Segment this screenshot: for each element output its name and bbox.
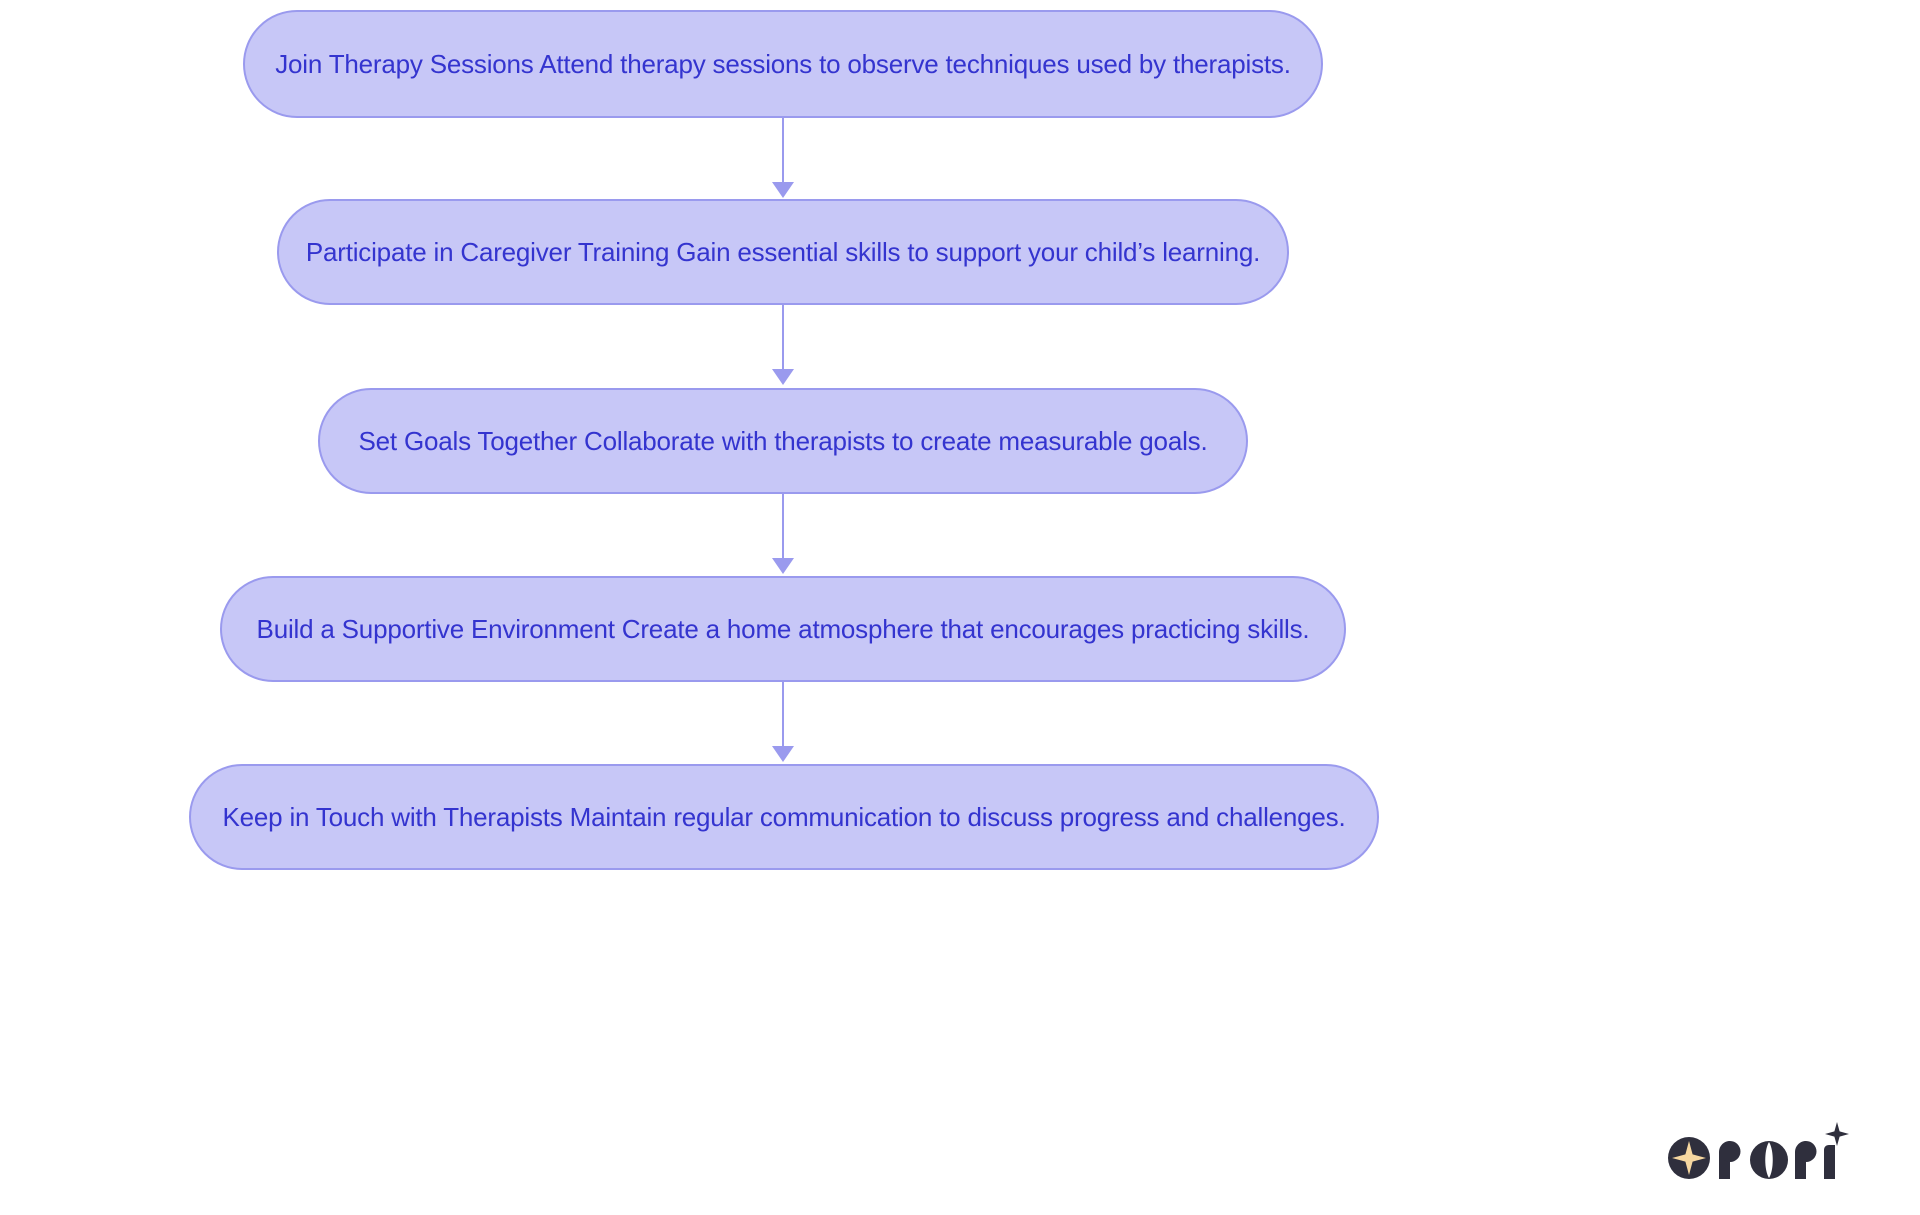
connector-3-4 [782,494,784,560]
logo-letter-i [1824,1122,1849,1179]
flow-node-1-label: Join Therapy Sessions Attend therapy ses… [275,48,1291,79]
connector-2-3 [782,305,784,371]
connector-4-5 [782,682,784,748]
flow-node-5-label: Keep in Touch with Therapists Maintain r… [222,801,1346,832]
arrow-head-3-4 [772,558,794,574]
flow-node-3[interactable]: Set Goals Together Collaborate with ther… [318,388,1248,494]
rori-logo [1667,1118,1867,1190]
flow-node-1[interactable]: Join Therapy Sessions Attend therapy ses… [243,10,1323,118]
logo-letter-o-1 [1750,1141,1788,1179]
flow-node-4[interactable]: Build a Supportive Environment Create a … [220,576,1346,682]
flow-node-2-label: Participate in Caregiver Training Gain e… [305,236,1261,267]
flow-node-5[interactable]: Keep in Touch with Therapists Maintain r… [189,764,1379,870]
rori-logo-svg [1668,1122,1849,1179]
flow-node-2[interactable]: Participate in Caregiver Training Gain e… [277,199,1289,305]
logo-letter-r-2 [1795,1141,1817,1179]
arrow-head-2-3 [772,369,794,385]
sparkle-icon [1825,1122,1849,1146]
flow-node-3-label: Set Goals Together Collaborate with ther… [358,425,1208,456]
arrow-head-1-2 [772,182,794,198]
connector-1-2 [782,118,784,184]
logo-letter-r-1 [1719,1141,1741,1179]
arrow-head-4-5 [772,746,794,762]
star-badge-icon [1668,1137,1710,1179]
flow-node-4-label: Build a Supportive Environment Create a … [256,613,1310,644]
